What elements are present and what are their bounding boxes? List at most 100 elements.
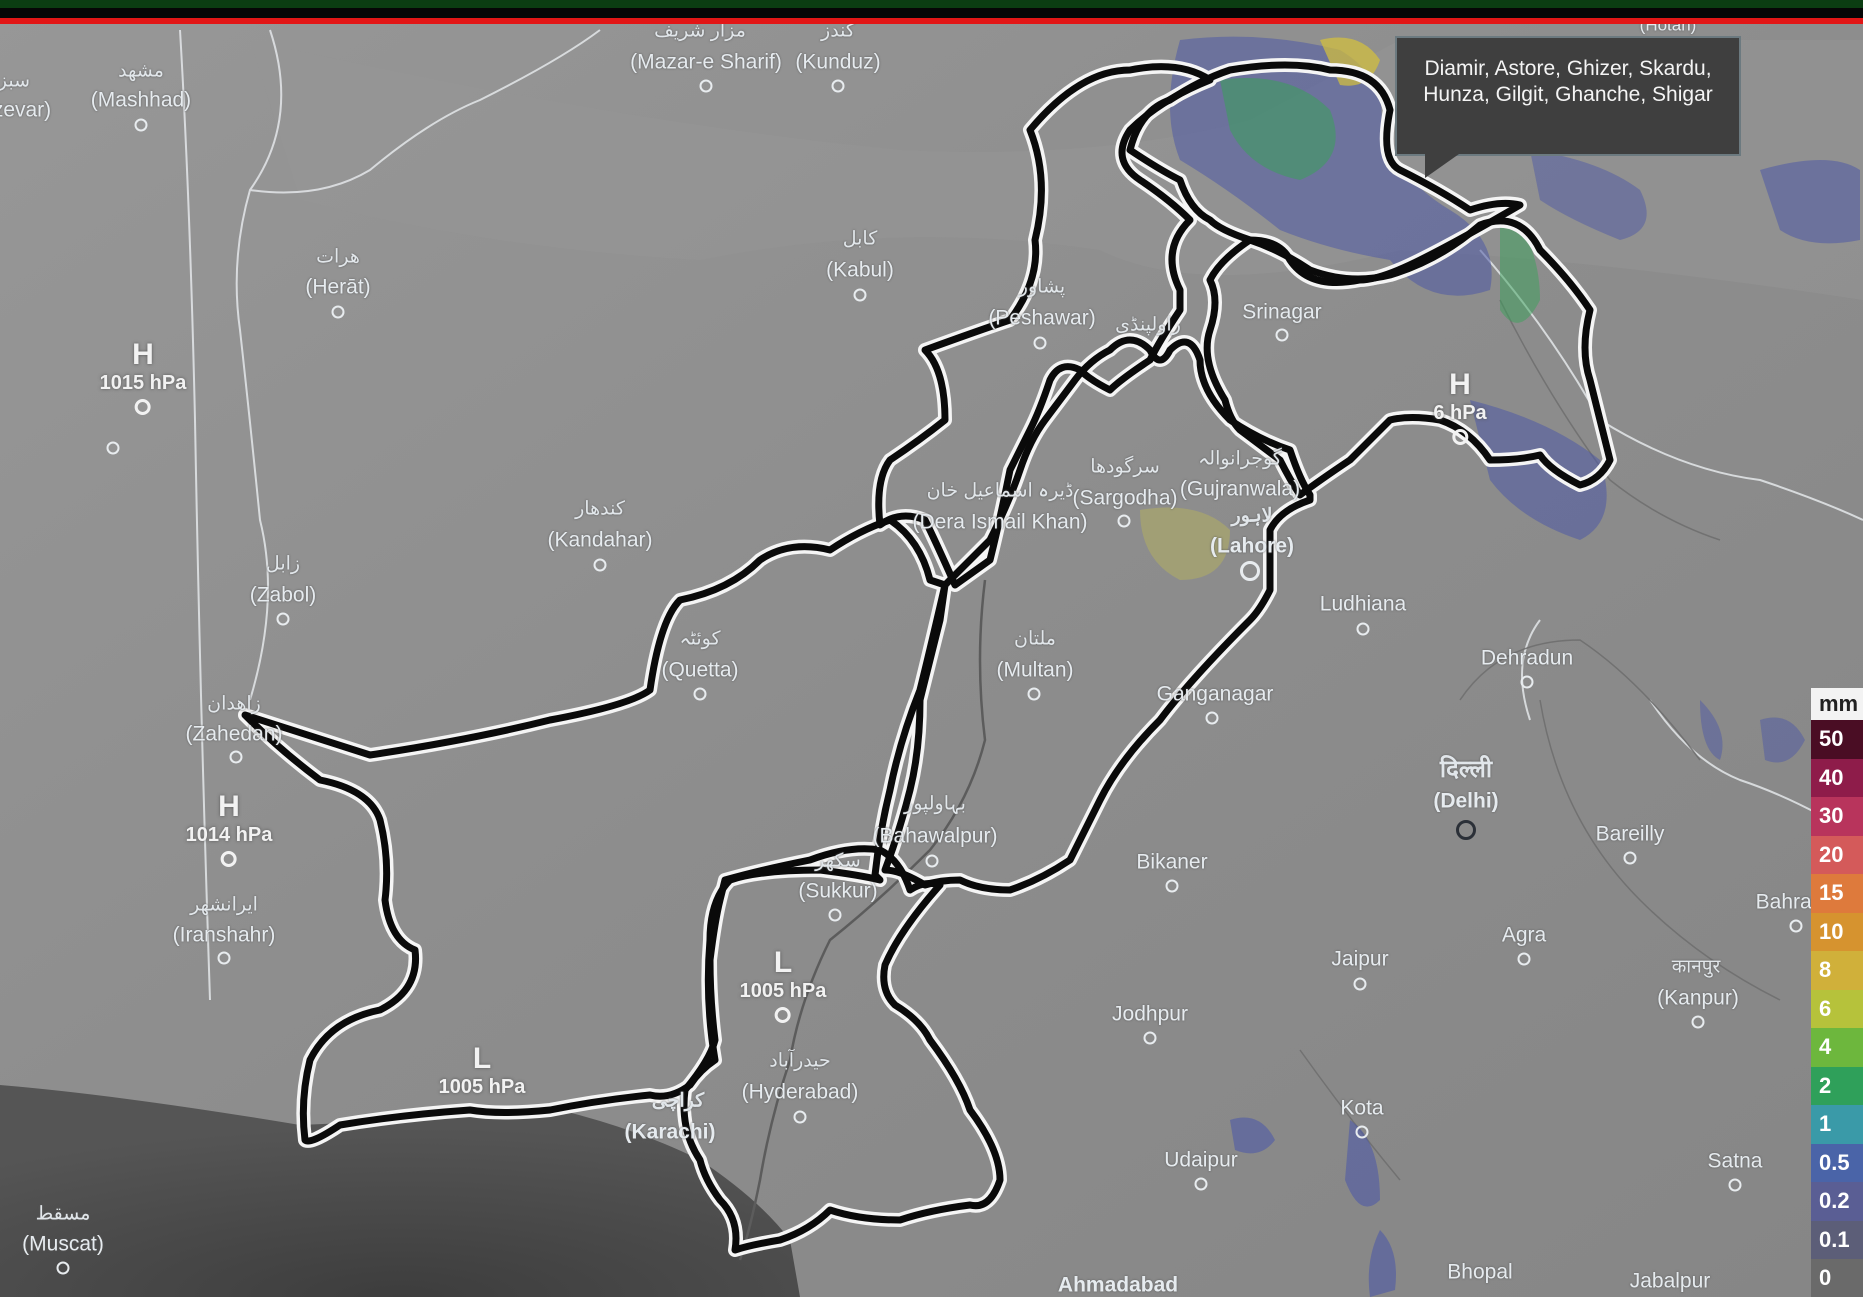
pressure-value: 6 hPa [1433,402,1487,424]
city-marker[interactable] [1275,328,1289,342]
city-mazar[interactable]: (Mazar-e Sharif) [630,50,782,74]
city-kabul[interactable]: (Kabul) [826,258,894,282]
city-bahawalpur[interactable]: (Bahawalpur) [872,824,998,848]
city-marker[interactable] [1143,1031,1157,1045]
city-lahore[interactable]: (Lahore) [1210,534,1294,558]
city-marker[interactable] [828,908,842,922]
city-ganganagar[interactable]: Ganganagar [1156,682,1274,706]
city-marker[interactable] [1691,1015,1705,1029]
city-marker[interactable] [1033,336,1047,350]
city-muscat[interactable]: (Muscat) [22,1232,104,1256]
province-outlines[interactable] [238,65,1617,1257]
city-dehradun[interactable]: Dehradun [1480,646,1574,670]
city-bikaner[interactable]: Bikaner [1136,850,1208,874]
city-srinagar[interactable]: Srinagar [1242,300,1322,324]
city-iranshahr[interactable]: (Iranshahr) [172,923,276,947]
city-marker[interactable] [1353,977,1367,991]
tooltip-tail [1425,154,1459,178]
city-marker[interactable] [1355,1125,1369,1139]
city-kandahar[interactable]: (Kandahar) [547,528,653,552]
city-marker[interactable] [1194,1177,1208,1191]
city-marker[interactable] [1728,1178,1742,1192]
city-mashhad[interactable]: (Mashhad) [90,88,192,112]
city-peshawar[interactable]: (Peshawar) [988,306,1096,330]
legend-level: 0.5 [1811,1143,1863,1182]
city-jaipur[interactable]: Jaipur [1331,947,1389,971]
city-marker[interactable] [1205,711,1219,725]
city-udaipur[interactable]: Udaipur [1164,1148,1238,1172]
city-muscat-native: مسقط [35,1203,91,1225]
pressure-letter: H [1449,368,1471,401]
city-marker[interactable] [693,687,707,701]
city-marker[interactable] [1789,919,1803,933]
city-sargodha-native: سرگودھا [1090,456,1160,478]
city-hyderabad[interactable]: (Hyderabad) [741,1080,859,1104]
city-bareilly[interactable]: Bareilly [1595,822,1665,846]
city-marker[interactable] [1517,952,1531,966]
city-marker[interactable] [699,79,713,93]
city-jodhpur[interactable]: Jodhpur [1112,1002,1188,1026]
city-marker[interactable] [793,1110,807,1124]
band-green [0,0,1863,8]
city-ahmadabad[interactable]: Ahmadabad [1057,1273,1179,1297]
pressure-dot [774,1007,791,1023]
city-mashhad-native: مشهد [118,60,164,82]
city-marker-major[interactable] [1240,561,1260,581]
city-bhopal[interactable]: Bhopal [1447,1260,1513,1284]
city-marker[interactable] [331,305,345,319]
city-marker[interactable] [1520,675,1534,689]
city-satna[interactable]: Satna [1707,1149,1763,1173]
city-multan[interactable]: (Multan) [996,658,1074,682]
city-delhi[interactable]: (Delhi) [1433,789,1499,813]
city-marker[interactable] [593,558,607,572]
city-marker[interactable] [276,612,290,626]
pressure-dot [220,851,237,867]
city-karachi[interactable]: (Karachi) [624,1120,716,1144]
city-kanpur[interactable]: (Kanpur) [1657,986,1739,1010]
city-zabol[interactable]: (Zabol) [249,583,317,607]
city-sabzevar[interactable]: zevar) [0,98,52,122]
city-bahraich[interactable]: Bahrai [1755,890,1817,914]
legend-level: 40 [1811,758,1863,797]
city-herat[interactable]: (Herāt) [305,275,371,299]
city-marker[interactable] [853,288,867,302]
city-marker-major[interactable] [1456,820,1476,840]
city-rawalpindi-native: راولپنڈی [1115,314,1181,336]
city-marker[interactable] [925,854,939,868]
city-zabol-native: زابل [265,553,301,575]
city-marker[interactable] [831,79,845,93]
city-marker[interactable] [217,951,231,965]
city-marker[interactable] [1117,514,1131,528]
city-ludhiana[interactable]: Ludhiana [1319,592,1407,616]
city-marker[interactable] [1623,851,1637,865]
city-gujranwala[interactable]: (Gujranwala) [1179,477,1301,501]
city-quetta[interactable]: (Quetta) [661,658,739,682]
legend-level: 0.2 [1811,1182,1863,1221]
legend-level: 2 [1811,1066,1863,1105]
city-marker[interactable] [1356,622,1370,636]
tooltip-text: Diamir, Astore, Ghizer, Skardu, Hunza, G… [1423,57,1713,107]
city-marker[interactable] [1165,879,1179,893]
city-marker[interactable] [134,118,148,132]
city-sukkur[interactable]: (Sukkur) [798,879,878,903]
city-jabalpur[interactable]: Jabalpur [1629,1269,1711,1293]
city-zahedan[interactable]: (Zahedan) [185,722,283,746]
city-kota[interactable]: Kota [1340,1096,1384,1120]
precipitation-overlay [1140,36,1860,1297]
city-kunduz[interactable]: (Kunduz) [795,50,881,74]
city-marker[interactable] [56,1261,70,1275]
city-agra[interactable]: Agra [1501,923,1547,947]
city-marker[interactable] [106,441,120,455]
city-sargodha[interactable]: (Sargodha) [1072,486,1178,510]
city-marker[interactable] [229,750,243,764]
legend-level: 15 [1811,874,1863,913]
city-marker[interactable] [1027,687,1041,701]
city-dik[interactable]: (Dera Ismail Khan) [912,510,1088,534]
